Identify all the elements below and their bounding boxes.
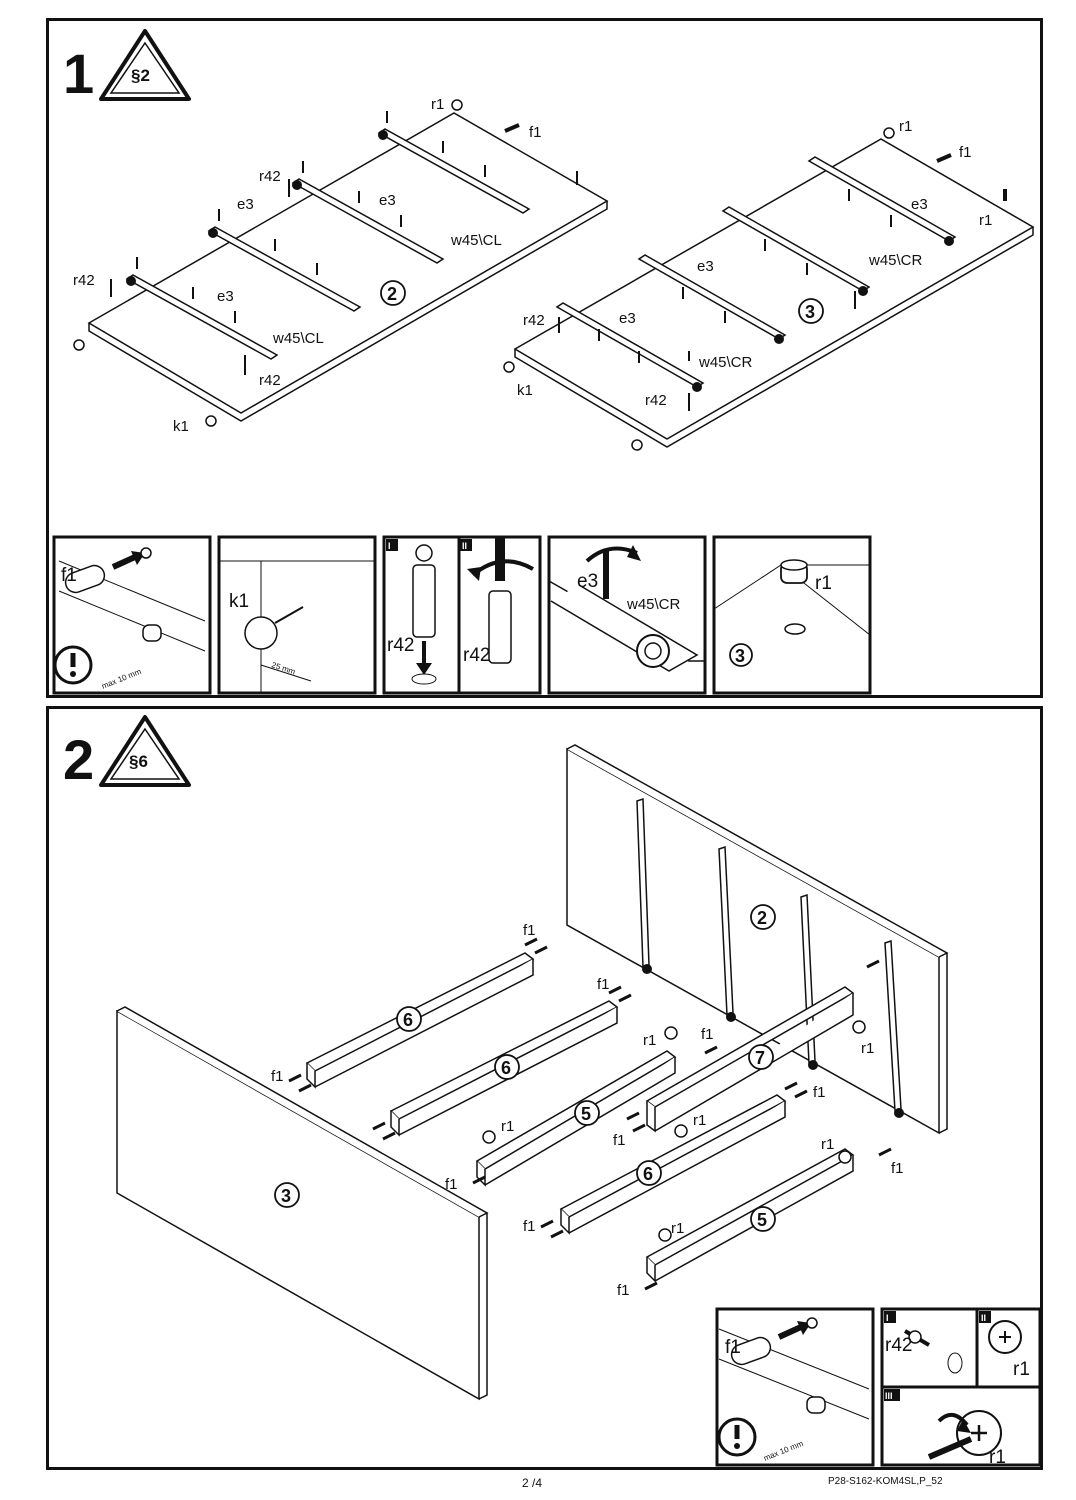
- warning-triangle-icon: [99, 29, 191, 101]
- detail2-roman-1: I: [886, 1313, 889, 1323]
- detail-r1-part: 3: [735, 646, 745, 666]
- detail2-f1-label: f1: [725, 1337, 741, 1358]
- part-5-number-a: 5: [581, 1104, 591, 1124]
- label-f1-j: f1: [617, 1282, 630, 1299]
- label-w45cr-b: w45\CR: [698, 354, 753, 371]
- warning-triangle-icon: [99, 715, 191, 787]
- label-f1-a: f1: [523, 922, 536, 939]
- back-panel-part-2: [566, 744, 949, 1135]
- label-f1-h: f1: [445, 1176, 458, 1193]
- label-r1-b: r1: [861, 1040, 874, 1057]
- label-r42-right-a: r42: [523, 312, 545, 329]
- part-2-number: 2: [757, 908, 767, 928]
- label-f1-e: f1: [813, 1084, 826, 1101]
- label-e3-right-a: e3: [911, 196, 928, 213]
- detail-r1-label: r1: [815, 573, 832, 594]
- detail-r42-roman-1: I: [388, 541, 391, 551]
- label-r1-e: r1: [821, 1136, 834, 1153]
- label-e3-left-a: e3: [237, 196, 254, 213]
- detail-w45cr-label: w45\CR: [626, 596, 681, 613]
- label-w45cl-a: w45\CL: [450, 232, 502, 249]
- label-e3-left-c: e3: [217, 288, 234, 305]
- step-2-detail-r42-r1: [880, 1307, 1040, 1467]
- part-6-number-b: 6: [501, 1058, 511, 1078]
- detail-r42-label-a: r42: [387, 635, 414, 656]
- label-f1-g: f1: [891, 1160, 904, 1177]
- label-f1-f: f1: [613, 1132, 626, 1149]
- label-f1-b: f1: [597, 976, 610, 993]
- detail2-r1-label-a: r1: [1013, 1359, 1030, 1380]
- board-part-3: [503, 127, 1035, 451]
- label-r42-left: r42: [73, 272, 95, 289]
- label-k1-right: k1: [517, 382, 533, 399]
- step-2-number: 2: [63, 728, 94, 791]
- board-part-2: [73, 99, 609, 427]
- part-3-number: 3: [281, 1186, 291, 1206]
- part-7-number: 7: [755, 1048, 765, 1068]
- part-3-circle: [798, 298, 824, 324]
- detail-e3-label: e3: [577, 571, 598, 592]
- label-f1-right: f1: [959, 144, 972, 161]
- step-1-number: 1: [63, 42, 94, 105]
- label-k1-left: k1: [173, 418, 189, 435]
- detail-box-r1: [712, 535, 872, 695]
- label-e3-right-b: e3: [697, 258, 714, 275]
- label-f1-c: f1: [701, 1026, 714, 1043]
- detail-box-k1: [217, 535, 377, 695]
- detail-box-e3: [547, 535, 707, 695]
- label-f1-left: f1: [529, 124, 542, 141]
- detail2-r1-label-b: r1: [989, 1447, 1006, 1467]
- label-f1-d: f1: [271, 1068, 284, 1085]
- label-r1-f: r1: [671, 1220, 684, 1237]
- detail-f1-label: f1: [61, 565, 77, 586]
- label-r42-bottom-left: r42: [259, 372, 281, 389]
- detail-k1-label: k1: [229, 591, 249, 612]
- part-2-circle: [380, 280, 406, 306]
- detail2-roman-3: III: [885, 1391, 893, 1401]
- part-3-number: 3: [805, 302, 815, 322]
- part-2-number: 2: [387, 284, 397, 304]
- step-1-badge: §2: [131, 66, 150, 85]
- step-1-panel: 1 §2: [46, 18, 1043, 698]
- label-r1-left: r1: [431, 96, 444, 113]
- part-6-number-a: 6: [403, 1010, 413, 1030]
- step-2-detail-f1: [715, 1307, 875, 1467]
- label-r1-right-a: r1: [899, 118, 912, 135]
- page-number: 2 /4: [522, 1476, 543, 1490]
- label-e3-left-b: e3: [379, 192, 396, 209]
- part-6-number-c: 6: [643, 1164, 653, 1184]
- detail-r42-label-b: r42: [463, 645, 490, 666]
- cam-fittings: [482, 1020, 866, 1242]
- detail2-r42-label: r42: [885, 1335, 912, 1356]
- step-2-drawing: 2 §6: [63, 715, 1040, 1467]
- label-r1-right-b: r1: [979, 212, 992, 229]
- part-5-number-b: 5: [757, 1210, 767, 1230]
- document-code: P28-S162-KOM4SL,P_52: [828, 1476, 943, 1487]
- label-e3-right-c: e3: [619, 310, 636, 327]
- step-1-drawing: 1 §2: [52, 29, 1035, 695]
- step-2-panel: 2 §6: [46, 706, 1043, 1470]
- detail-box-r42: [382, 535, 542, 695]
- detail-box-f1: [52, 535, 212, 695]
- front-panel-part-3: [116, 1006, 489, 1401]
- label-r42-top-left: r42: [259, 168, 281, 185]
- label-f1-i: f1: [523, 1218, 536, 1235]
- label-r1-d: r1: [693, 1112, 706, 1129]
- label-r1-a: r1: [643, 1032, 656, 1049]
- label-r1-c: r1: [501, 1118, 514, 1135]
- dowels: [288, 937, 892, 1291]
- label-w45cr-a: w45\CR: [868, 252, 923, 269]
- detail2-roman-2: II: [981, 1313, 986, 1323]
- detail-r42-roman-2: II: [462, 541, 467, 551]
- label-r42-right-b: r42: [645, 392, 667, 409]
- label-w45cl-b: w45\CL: [272, 330, 324, 347]
- step-2-badge: §6: [129, 752, 148, 771]
